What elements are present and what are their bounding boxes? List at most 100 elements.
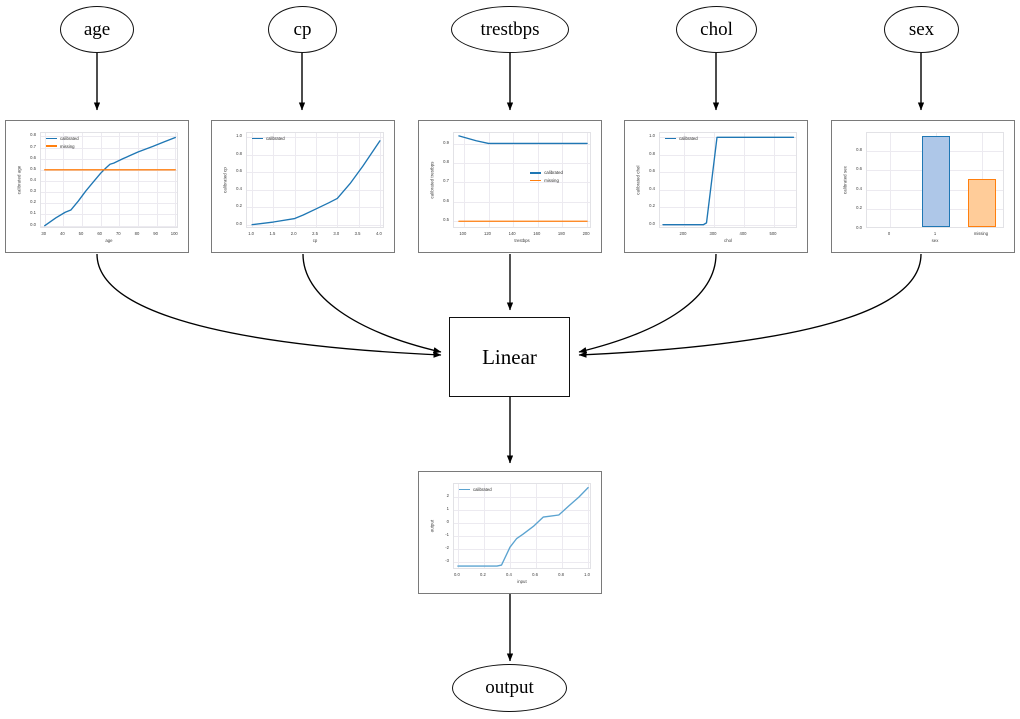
- series-layer: [458, 135, 588, 222]
- gridline-h: [660, 154, 796, 156]
- gridline-h: [454, 497, 590, 499]
- node-age-label: age: [83, 18, 111, 40]
- y-tick-label: 0.2: [649, 203, 655, 209]
- plot-area-chol: [659, 132, 797, 228]
- gridline-v: [273, 133, 275, 227]
- x-tick-label: 1: [933, 231, 937, 236]
- y-axis-label: calibrated chol: [635, 165, 641, 195]
- y-tick-label: 0.9: [443, 139, 449, 145]
- series-calibrated: [458, 135, 588, 145]
- legend: calibrated missing: [530, 170, 563, 183]
- x-tick-label: 500: [769, 231, 777, 236]
- node-cp[interactable]: cp: [268, 6, 337, 53]
- gridline-v: [337, 133, 339, 227]
- y-axis-label: calibrated cp: [222, 167, 228, 193]
- gridline-v: [100, 133, 102, 227]
- y-tick-label: -2: [445, 545, 449, 551]
- series-layer: [44, 136, 176, 227]
- x-tick-label: 1.0: [584, 572, 590, 577]
- legend-label: calibrated: [544, 170, 563, 176]
- x-tick-label: 120: [484, 231, 491, 236]
- y-tick-label: 0.2: [30, 199, 36, 205]
- y-axis-label: calibrated sex: [842, 166, 848, 194]
- gridline-h: [41, 214, 177, 216]
- gridline-h: [41, 225, 177, 227]
- y-tick-label: 0.0: [856, 225, 862, 230]
- gridline-h: [247, 154, 383, 156]
- x-tick-label: 70: [115, 231, 121, 236]
- gridline-h: [41, 203, 177, 205]
- legend-item-missing: missing: [530, 178, 563, 183]
- gridline-v: [509, 484, 511, 568]
- series-calibrated: [662, 136, 795, 226]
- gridline-v: [774, 133, 775, 227]
- y-tick-label: 0.7: [443, 178, 449, 184]
- gridline-v: [587, 133, 589, 227]
- x-axis-label: age: [105, 238, 113, 243]
- legend-label: calibrated: [473, 487, 492, 492]
- gridline-v: [82, 133, 84, 227]
- y-tick-label: 0.2: [236, 203, 242, 209]
- gridline-h: [41, 192, 177, 194]
- y-axis-label: calibrated age: [16, 165, 22, 195]
- x-tick-label: 100: [170, 231, 178, 236]
- y-tick-label: 0.6: [30, 154, 36, 160]
- gridline-v: [358, 133, 360, 227]
- legend-swatch: [459, 488, 470, 491]
- gridline-v: [488, 133, 490, 227]
- x-axis-label: sex: [931, 238, 939, 243]
- node-sex[interactable]: sex: [884, 6, 959, 53]
- legend-swatch: [252, 137, 263, 140]
- x-tick-label: 40: [60, 231, 65, 236]
- gridline-v: [119, 133, 121, 227]
- x-tick-label: 0.4: [506, 572, 512, 577]
- y-tick-label: 0.8: [856, 146, 862, 152]
- bar-missing: [967, 179, 997, 227]
- legend: calibrated: [252, 136, 285, 141]
- gridline-v: [175, 133, 177, 227]
- y-tick-label: 0.8: [649, 150, 655, 156]
- series-layer: [251, 140, 381, 226]
- node-age[interactable]: age: [60, 6, 134, 53]
- gridline-h: [454, 510, 590, 512]
- y-tick-label: 0.6: [236, 168, 242, 174]
- gridline-h: [247, 224, 383, 226]
- y-tick-label: 0.4: [856, 185, 862, 191]
- legend-item-calibrated: calibrated: [46, 136, 79, 141]
- series-layer: [457, 486, 589, 567]
- y-tick-label: 0.2: [856, 205, 862, 211]
- series-calibrated: [44, 136, 176, 227]
- x-axis-label: cp: [312, 238, 318, 243]
- gridline-h: [41, 136, 177, 138]
- y-tick-label: 0.7: [30, 143, 36, 149]
- node-output[interactable]: output: [452, 664, 567, 712]
- x-tick-label: 80: [134, 231, 140, 236]
- x-tick-label: 90: [153, 231, 158, 236]
- x-tick-label: 60: [97, 231, 102, 236]
- x-tick-label: 50: [78, 231, 84, 236]
- node-chol-label: chol: [700, 18, 733, 40]
- gridline-v: [588, 484, 590, 568]
- edge-cp-panel-to-linear: [302, 253, 442, 354]
- node-chol[interactable]: chol: [676, 6, 757, 53]
- gridline-h: [454, 143, 590, 145]
- node-linear[interactable]: Linear: [449, 317, 570, 397]
- edge-chol-panel-to-linear: [578, 253, 717, 354]
- y-tick-label: 0.0: [30, 221, 36, 227]
- y-axis-label: output: [429, 519, 435, 533]
- legend-item-calibrated: calibrated: [665, 136, 698, 141]
- y-tick-label: 0.5: [443, 217, 449, 223]
- x-axis-label: input: [517, 579, 527, 584]
- gridline-h: [454, 562, 590, 564]
- legend-label: calibrated: [60, 136, 79, 141]
- gridline-h: [660, 172, 796, 174]
- node-trestbps[interactable]: trestbps: [451, 6, 569, 53]
